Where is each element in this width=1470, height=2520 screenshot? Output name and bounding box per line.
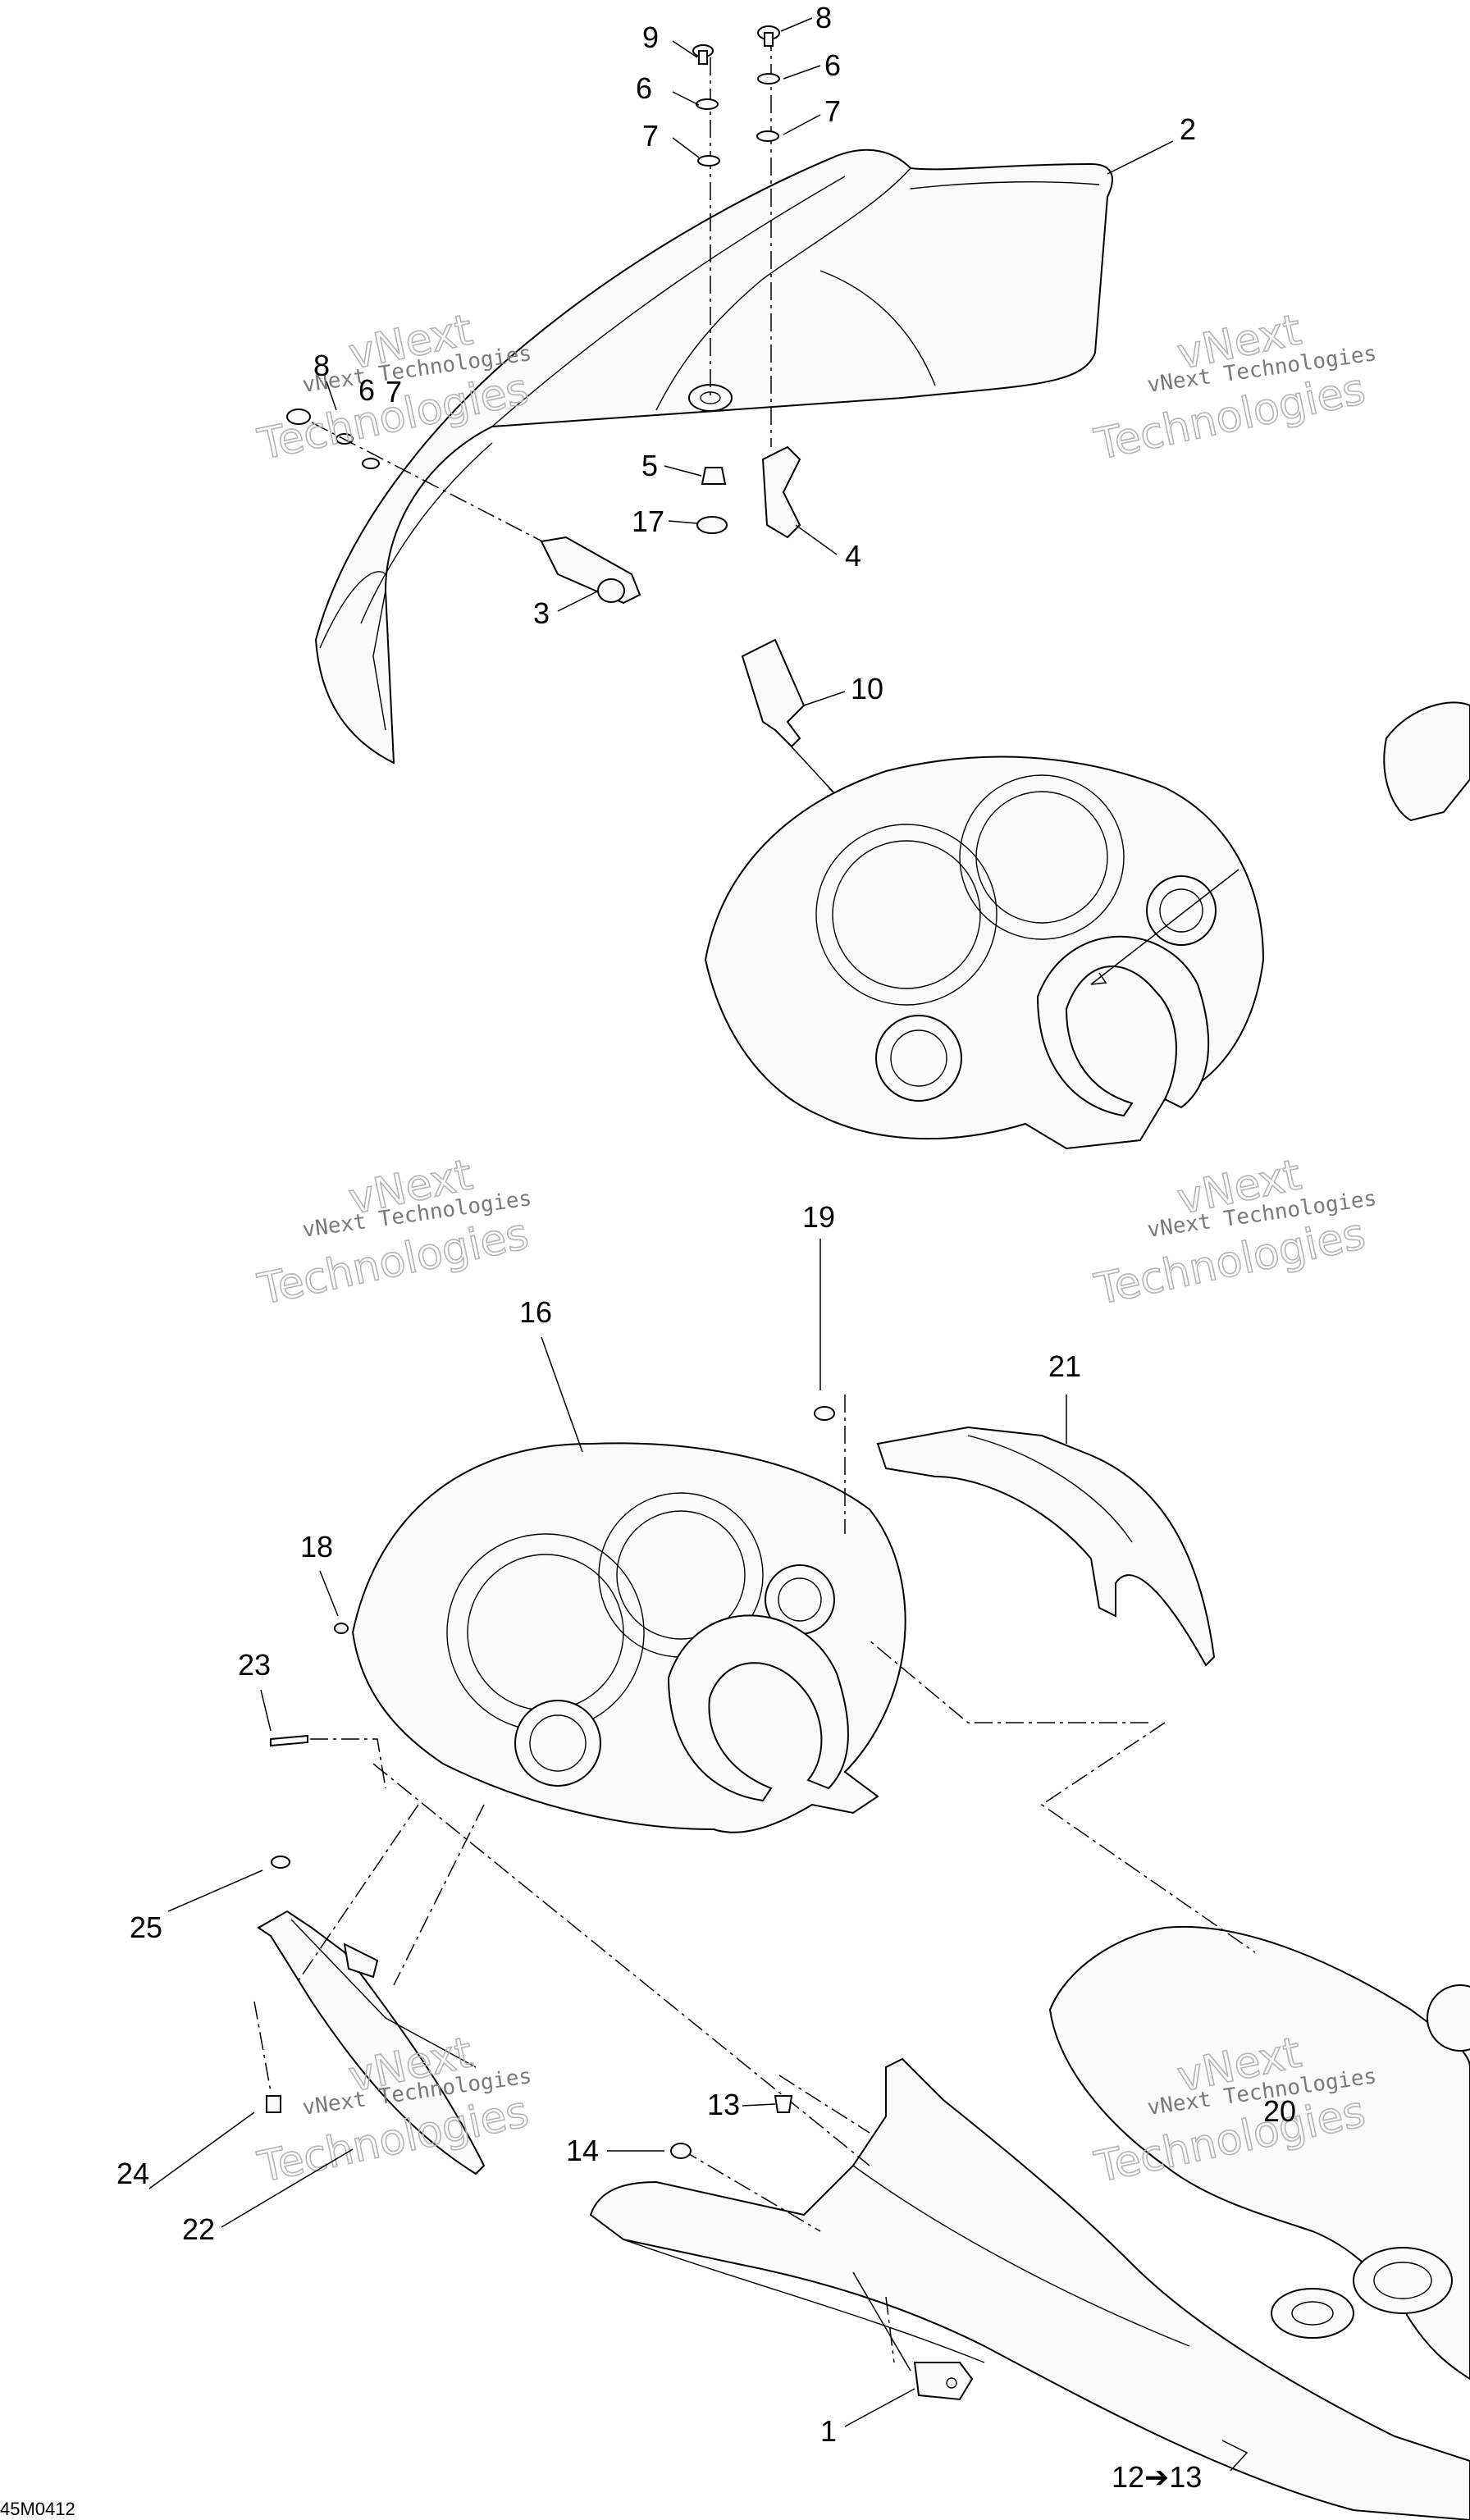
callout-6-right: 6 [824,48,841,82]
callout-7-side: 7 [386,375,402,409]
top-cover-part-2 [314,148,1113,765]
callout-13: 13 [707,2088,740,2121]
callout-14: 14 [566,2134,599,2167]
callout-5: 5 [641,449,658,482]
figure-reference-code: 45M0412 [0,2499,75,2519]
watermark-5: vNext Technologies vNext Technologies [253,2028,533,2194]
callout-7-left: 7 [642,119,659,153]
callout-18: 18 [300,1530,333,1564]
callout-24: 24 [116,2157,149,2190]
cover-fasteners [286,25,801,605]
lower-hardware [266,1406,835,2159]
callout-1: 1 [820,2414,837,2448]
side-piece-part-22 [257,1910,486,2175]
watermark-4: vNext Technologies vNext Technologies [1089,1150,1378,1316]
callout-6-side: 6 [358,373,375,407]
cap-part [1383,701,1470,822]
callout-19: 19 [802,1200,835,1234]
callout-12-13: 12➔13 [1112,2460,1202,2494]
lower-hull-part-1 [589,1925,1470,2520]
console-part-16 [351,1442,906,1833]
callout-8-top: 8 [815,1,832,34]
callout-20: 20 [1263,2094,1296,2128]
callout-9: 9 [642,21,659,54]
callout-25: 25 [130,1911,162,1944]
callout-23: 23 [238,1648,271,1682]
watermark-2: vNext Technologies vNext Technologies [1089,305,1378,471]
callouts: 9 8 6 6 7 7 2 8 6 7 5 17 4 3 10 19 16 21… [116,1,1296,2494]
callout-22: 22 [182,2212,215,2246]
callout-4: 4 [845,539,861,573]
callout-21: 21 [1048,1349,1081,1383]
callout-16: 16 [519,1295,552,1329]
watermark-3: vNext Technologies vNext Technologies [253,1150,533,1316]
callout-2: 2 [1180,112,1196,146]
latch-part-10 [741,638,841,799]
leader-lines [148,17,1249,2472]
callout-17: 17 [632,504,664,538]
watermarks: vNext Technologies vNext Technologies vN… [253,305,1378,2194]
assembly-lines [253,1395,1256,2363]
callout-8-side: 8 [313,349,330,382]
callout-3: 3 [533,596,550,630]
callout-7-right: 7 [824,94,841,128]
side-rail-part-21 [876,1426,1216,1667]
callout-6-left: 6 [636,71,652,105]
upper-console-assembly [704,756,1265,1150]
callout-10: 10 [851,672,883,705]
